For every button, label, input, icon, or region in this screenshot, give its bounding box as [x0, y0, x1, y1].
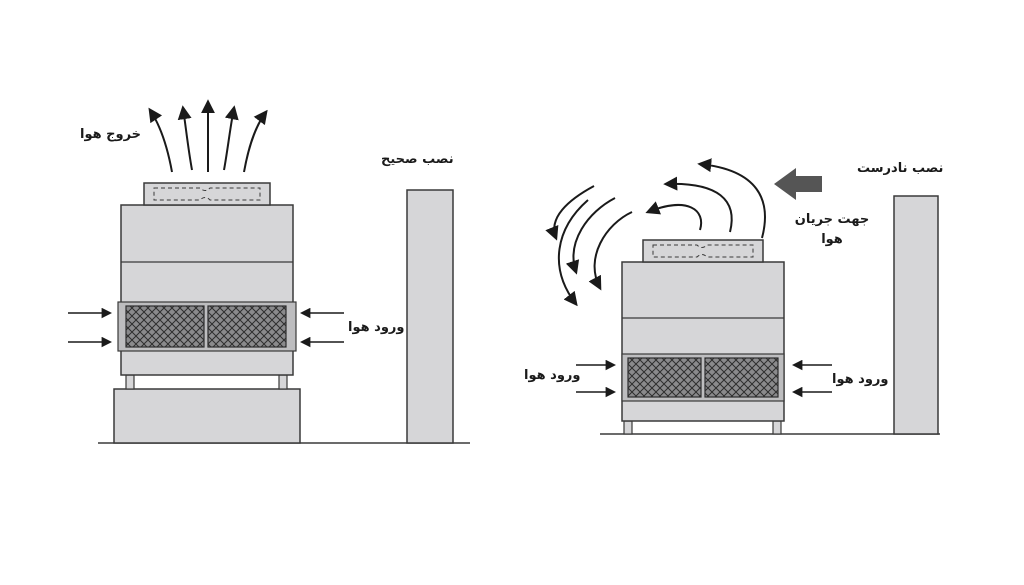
incorrect-install-title: نصب نادرست	[857, 161, 944, 176]
louver-grille-left	[125, 305, 205, 348]
fan-housing	[143, 182, 271, 206]
recirculation-arrow	[645, 201, 703, 231]
wall	[406, 189, 454, 444]
unit-leg	[125, 374, 135, 390]
air-outlet-arrows	[148, 99, 268, 173]
air-inlet-label: ورود هوا	[348, 320, 405, 335]
exhaust-arrow	[148, 107, 173, 173]
recirculation-arrow	[588, 211, 633, 291]
wind-direction-arrow	[774, 168, 822, 200]
fan-housing	[642, 239, 764, 263]
recirculation-arrow	[697, 158, 766, 239]
air-inlet-arrows	[576, 359, 832, 398]
recirculation-arrow	[545, 185, 595, 241]
wall	[893, 195, 939, 435]
exhaust-arrow	[223, 105, 239, 171]
correct-install-title: نصب صحیح	[381, 152, 454, 167]
unit-leg	[278, 374, 288, 390]
air-inlet-label-right: ورود هوا	[832, 372, 889, 387]
unit-leg	[623, 420, 633, 435]
recirculation-arrow	[565, 197, 616, 275]
air-inlet-arrows	[68, 307, 344, 348]
correct-installation-scene	[68, 99, 470, 444]
fan-outline	[153, 187, 261, 201]
louver-grille-right	[704, 357, 779, 398]
exhaust-arrow	[177, 105, 193, 171]
exhaust-arrow	[243, 109, 268, 173]
air-outlet-label: خروج هوا	[80, 127, 142, 142]
recirculation-arrow	[557, 199, 589, 307]
base-platform	[113, 388, 301, 444]
louver-grille-left	[627, 357, 702, 398]
recirculation-arrows	[545, 158, 766, 307]
louver-grille-right	[207, 305, 287, 348]
unit-leg	[772, 420, 782, 435]
recirculation-arrow	[663, 176, 733, 233]
air-inlet-label-left: ورود هوا	[524, 368, 581, 383]
fan-outline	[652, 244, 754, 258]
incorrect-installation-scene	[545, 158, 940, 435]
